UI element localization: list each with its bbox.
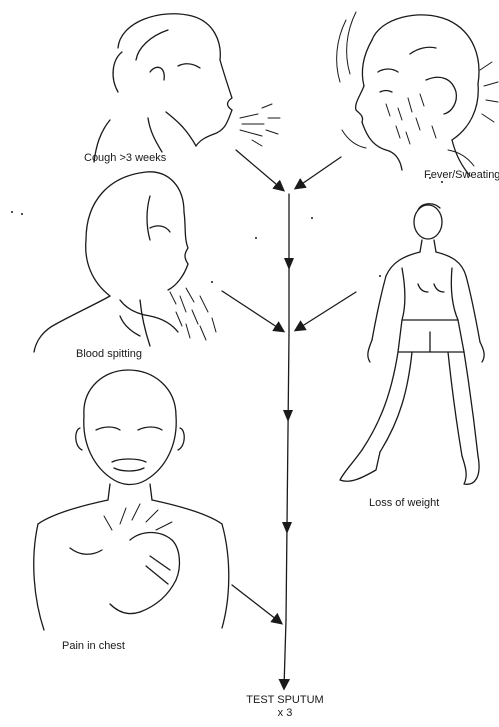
arrowhead-main-2 — [283, 410, 293, 422]
result-test-sputum: TEST SPUTUM x 3 — [225, 694, 345, 720]
arrowhead-main-1 — [284, 258, 294, 270]
label-pain-in-chest: Pain in chest — [62, 640, 125, 653]
pain-in-chest-figure — [34, 370, 229, 630]
fever-figure — [337, 12, 498, 176]
blood-spitting-figure — [34, 172, 216, 352]
cough-spray — [240, 104, 280, 146]
arrow-from-fever — [296, 157, 341, 188]
label-loss-of-weight: Loss of weight — [369, 497, 439, 510]
main-flow-line-2 — [286, 335, 289, 620]
result-subtitle: x 3 — [225, 707, 345, 720]
loss-of-weight-figure — [340, 204, 484, 485]
label-cough: Cough >3 weeks — [84, 152, 166, 165]
flow-lines — [222, 150, 356, 688]
arrow-from-weight — [296, 292, 356, 330]
heat-lines — [337, 12, 498, 166]
sweat-marks — [386, 94, 436, 144]
result-title: TEST SPUTUM — [225, 694, 345, 707]
arrow-from-pain — [232, 585, 281, 623]
main-flow-line-3 — [284, 620, 286, 688]
label-fever-sweating: Fever/Sweating — [424, 169, 499, 182]
scan-specks — [11, 177, 443, 283]
arrowhead-main-3 — [282, 522, 292, 534]
arrow-from-blood — [222, 291, 283, 331]
cough-figure — [94, 14, 280, 162]
pain-lines — [104, 504, 172, 530]
label-blood-spitting: Blood spitting — [76, 348, 142, 361]
arrow-from-cough — [236, 150, 283, 190]
blood-spray — [170, 288, 216, 340]
